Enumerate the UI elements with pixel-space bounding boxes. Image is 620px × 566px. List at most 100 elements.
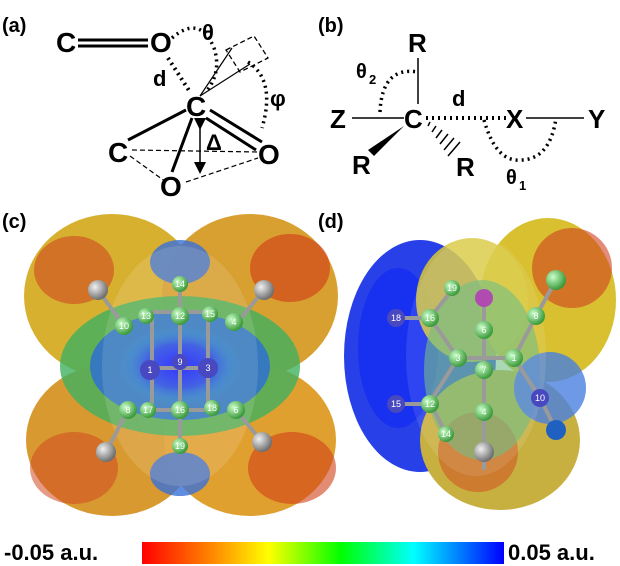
theta-arc <box>170 26 219 94</box>
atom-c-17 <box>140 402 156 418</box>
atom-label-d-18: 18 <box>391 313 401 323</box>
atom-label-c-15: 15 <box>205 309 215 319</box>
atoms-d: 19 18 16 6 8 1 3 7 10 12 15 <box>387 270 566 462</box>
atom-label-c-1: 1 <box>147 365 152 375</box>
panel-b-label: (b) <box>318 15 344 37</box>
atom-d-1 <box>505 349 523 367</box>
atom-c-16 <box>171 401 189 419</box>
atom-d-10 <box>531 389 549 407</box>
symbol-d: d <box>153 66 166 91</box>
atom-label-c-8: 8 <box>125 405 130 415</box>
atom-label-c-16: 16 <box>175 405 185 415</box>
symbol-phi: φ <box>270 86 286 111</box>
atom-c-9 <box>172 354 188 370</box>
atom-c-4 <box>225 313 243 331</box>
atom-label-c-9: 9 <box>177 357 182 367</box>
bond-c-o-right-1 <box>209 108 263 144</box>
panel-a: (a) C O d θ φ C Δ C O O <box>2 15 286 202</box>
atom-r-right: R <box>456 152 475 182</box>
atom-label-d-1: 1 <box>511 353 516 363</box>
atom-c: C <box>404 104 423 134</box>
atom-label-d-8: 8 <box>533 311 538 321</box>
atom-c-left: C <box>108 137 128 168</box>
atom-c-8 <box>119 401 137 419</box>
triangle-edge-top <box>131 149 259 153</box>
panel-c-label: (c) <box>2 211 26 233</box>
esp-surface-d <box>344 218 616 510</box>
atom-d-n-top <box>475 289 493 307</box>
atom-c-12 <box>171 307 189 325</box>
atom-label-d-6: 6 <box>481 325 486 335</box>
atom-label-d-10: 10 <box>535 393 545 403</box>
panel-b: (b) R θ 2 Z C d X Y θ 1 R R <box>318 15 605 193</box>
panel-a-label: (a) <box>2 15 26 37</box>
atom-c-10 <box>115 317 133 335</box>
plane-line-2 <box>199 63 251 97</box>
bond-c-o-bottom <box>170 117 194 173</box>
symbol-theta2-subscript: 2 <box>369 72 376 87</box>
atom-d-7 <box>475 361 493 379</box>
atom-label-c-4: 4 <box>231 317 236 327</box>
atom-d-18 <box>387 309 405 327</box>
colorbar: -0.05 a.u. 0.05 a.u. <box>4 540 595 565</box>
bond-c-o-right-2 <box>205 116 257 152</box>
atom-d-16 <box>421 309 439 327</box>
atom-c-14 <box>172 276 188 292</box>
atom-c-center: C <box>186 91 206 122</box>
symbol-theta: θ <box>202 20 214 45</box>
phi-arc <box>246 60 269 129</box>
atom-d-15 <box>387 395 405 413</box>
bond-c-center-c-left <box>127 108 187 142</box>
colorbar-min-label: -0.05 a.u. <box>4 540 98 565</box>
atom-d-n-bottom-right <box>546 420 566 440</box>
atom-o-c-top-right <box>254 280 274 300</box>
panel-c: (c) <box>2 211 338 516</box>
atom-c-13 <box>138 308 154 324</box>
atom-d-3 <box>449 349 467 367</box>
atom-label-d-7: 7 <box>481 365 486 375</box>
atom-c-18 <box>204 400 220 416</box>
atom-z: Z <box>330 104 346 134</box>
atoms-c: 14 12 13 15 10 4 1 8 3 17 16 <box>88 276 274 462</box>
atom-d-14 <box>438 426 454 442</box>
atom-label-c-17: 17 <box>143 405 153 415</box>
atom-label-c-3: 3 <box>205 363 210 373</box>
atom-d-19 <box>444 280 460 296</box>
atom-label-d-12: 12 <box>425 399 435 409</box>
atom-d-6 <box>475 321 493 339</box>
hashed-bond-r-right <box>427 121 461 157</box>
colorbar-gradient <box>142 542 504 564</box>
atom-y: Y <box>588 104 605 134</box>
atom-label-d-4: 4 <box>481 407 486 417</box>
atom-label-d-16: 16 <box>425 313 435 323</box>
atom-c-top: C <box>56 27 76 58</box>
atom-c-3 <box>198 358 218 378</box>
atom-d-12 <box>421 395 439 413</box>
atom-label-d-19: 19 <box>447 283 457 293</box>
atom-r-left: R <box>352 150 371 180</box>
atom-label-d-14: 14 <box>441 429 451 439</box>
atom-d-o-bottom <box>474 442 494 462</box>
symbol-d-b: d <box>452 86 465 111</box>
symbol-theta1: θ <box>506 167 517 189</box>
plane-rectangle <box>225 35 269 73</box>
atom-label-c-18: 18 <box>207 403 217 413</box>
atom-label-c-14: 14 <box>175 279 185 289</box>
atom-c-15 <box>202 306 218 322</box>
distance-d-line <box>166 56 192 94</box>
colorbar-max-label: 0.05 a.u. <box>508 540 595 565</box>
triangle-edge-right <box>185 157 259 183</box>
atom-r-top: R <box>408 28 427 58</box>
panel-d: (d) <box>318 211 616 510</box>
atom-d-o-top-right <box>546 270 566 290</box>
atom-label-c-12: 12 <box>175 311 185 321</box>
atom-label-c-10: 10 <box>119 321 129 331</box>
atom-c-6 <box>227 401 245 419</box>
atom-label-d-3: 3 <box>455 353 460 363</box>
atom-o-c-bottom-left <box>96 442 116 462</box>
atom-o-c-bottom-right <box>252 432 272 452</box>
atom-label-c-13: 13 <box>141 311 151 321</box>
atom-label-c-6: 6 <box>233 405 238 415</box>
